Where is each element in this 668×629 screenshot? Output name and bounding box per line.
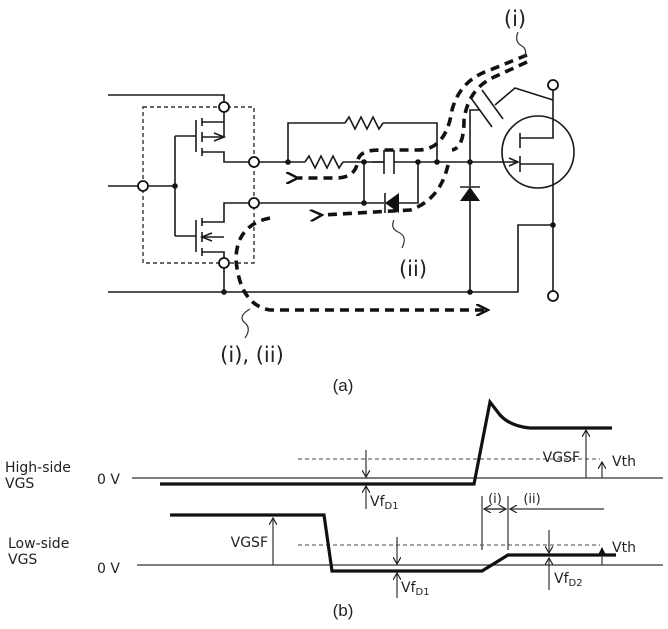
low-side-label: Low-side (8, 536, 69, 552)
diode-d1 (384, 193, 399, 213)
panel-a-circuit (108, 31, 575, 339)
low-side-waveform (170, 513, 616, 573)
high-side-vth-label: Vth (612, 454, 636, 470)
interval-i-label: (i) (488, 492, 502, 507)
interval-ii-label: (ii) (523, 492, 540, 507)
input-terminal (137, 180, 149, 192)
driver-lower-mosfet (175, 202, 254, 258)
high-side-waveform (160, 398, 612, 486)
panel-b-waveforms: High-side VGS 0 V VfD1 VGSF Vth (i) (ii)… (5, 398, 663, 598)
low-side-vgs-label: VGS (8, 552, 37, 568)
label-path-i: (i) (504, 7, 526, 31)
low-side-vth-label: Vth (612, 540, 636, 556)
current-path-ii (322, 164, 450, 215)
high-side-vgs-label: VGS (5, 476, 34, 492)
drain-terminal (547, 79, 559, 91)
resistor-top (344, 115, 384, 131)
out-low-terminal (248, 197, 260, 209)
current-path-i-upper (298, 53, 528, 178)
source-terminal (547, 290, 559, 302)
current-path-ground (234, 216, 488, 310)
low-side-vgsf-label: VGSF (231, 535, 268, 551)
capacitor (372, 150, 437, 174)
vcc-line (108, 94, 225, 107)
out-high-terminal (248, 156, 260, 168)
high-side-vf-label: VfD1 (370, 494, 399, 512)
gnd-terminal (218, 257, 230, 269)
miller-capacitance (470, 89, 504, 128)
high-side-label: High-side (5, 460, 71, 476)
high-side-vgsf-label: VGSF (543, 450, 580, 466)
caption-a: (a) (333, 376, 354, 395)
vcc-terminal (218, 101, 230, 113)
driver-upper-mosfet (175, 101, 254, 163)
current-path-i-upper-inner (451, 60, 528, 152)
high-side-zero-label: 0 V (97, 472, 120, 488)
low-side-vf2-label: VfD2 (554, 571, 583, 589)
ground-line (108, 224, 553, 293)
caption-b: (b) (333, 601, 354, 620)
diode-d2 (460, 186, 480, 201)
low-side-vf1-label: VfD1 (401, 580, 430, 598)
label-path-i-ii: (i), (ii) (220, 343, 284, 367)
label-path-ii: (ii) (399, 257, 427, 281)
resistor-gate (304, 154, 344, 170)
power-mosfet (501, 90, 575, 292)
low-side-zero-label: 0 V (97, 561, 120, 577)
driver-ic-box (142, 106, 255, 264)
